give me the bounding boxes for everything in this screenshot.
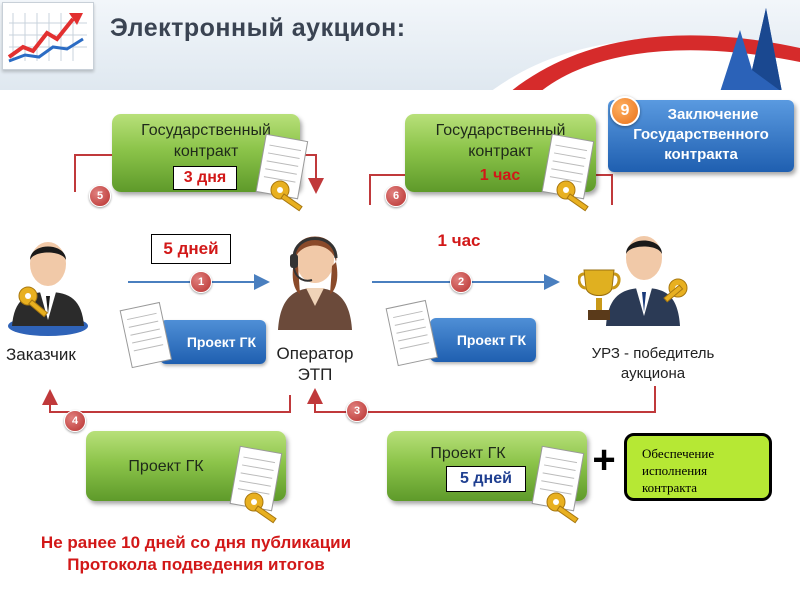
document-key-icon xyxy=(255,133,309,212)
step-4-badge: 4 xyxy=(64,410,86,432)
winner-label-line2: аукциона xyxy=(620,365,686,382)
conclusion-line3: контракта xyxy=(664,146,738,163)
operator-label: Оператор ЭТП xyxy=(260,343,370,385)
security-line3: контракта xyxy=(642,480,697,495)
header: Электронный аукцион: xyxy=(0,0,800,90)
document-key-icon xyxy=(541,133,595,212)
document-key-icon xyxy=(531,445,585,524)
trophy-icon xyxy=(578,269,621,320)
winner-label: УРЗ - победитель аукциона xyxy=(560,344,746,384)
winner-person-icon xyxy=(578,236,688,326)
document-key-icon xyxy=(229,445,283,524)
security-line2: исполнения xyxy=(642,463,708,478)
line-chart-icon xyxy=(2,2,94,70)
duration-1-hour-arrow: 1 час xyxy=(437,231,481,250)
operator-headset-icon xyxy=(278,236,352,330)
plus-sign: + xyxy=(592,438,616,482)
draft-contract-pill-left: Проект ГК xyxy=(160,320,266,364)
pill-label: Проект ГК xyxy=(456,332,526,348)
draft-contract-label: Проект ГК xyxy=(430,445,506,462)
step-5-badge: 5 xyxy=(89,185,111,207)
contract-box-line1: Государственный xyxy=(435,122,566,139)
page-title: Электронный аукцион: xyxy=(110,14,406,42)
duration-1-hour-top: 1 час xyxy=(479,167,521,184)
step-9-badge: 9 xyxy=(610,96,640,126)
step-2-badge: 2 xyxy=(450,271,472,293)
step-6-badge: 6 xyxy=(385,185,407,207)
customer-label: Заказчик xyxy=(6,345,76,364)
contract-box-line2: контракт xyxy=(468,143,533,160)
timing-note: Не ранее 10 дней со дня публикации Прото… xyxy=(0,532,392,576)
step-1-badge: 1 xyxy=(190,271,212,293)
duration-5-days-arrow: 5 дней xyxy=(151,234,231,264)
operator-label-line2: ЭТП xyxy=(297,365,333,384)
draft-contract-label: Проект ГК xyxy=(128,458,204,475)
operator-label-line1: Оператор xyxy=(276,344,354,363)
conclusion-line1: Заключение xyxy=(667,106,759,123)
conclusion-line2: Государственного xyxy=(633,126,769,143)
document-icon xyxy=(385,299,438,367)
security-line1: Обеспечение xyxy=(642,446,715,461)
contract-box-line2: контракт xyxy=(173,143,239,160)
timing-note-line2: Протокола подведения итогов xyxy=(67,555,325,574)
step-3-badge: 3 xyxy=(346,400,368,422)
contract-security-box: Обеспечение исполнения контракта xyxy=(624,433,772,501)
timing-note-line1: Не ранее 10 дней со дня публикации xyxy=(40,533,352,552)
pill-label: Проект ГК xyxy=(186,334,256,350)
customer-person-icon xyxy=(8,242,88,336)
duration-3-days: 3 дня xyxy=(173,166,237,190)
draft-contract-pill-right: Проект ГК xyxy=(430,318,536,362)
document-icon xyxy=(119,301,172,369)
contract-box-line1: Государственный xyxy=(141,122,271,139)
winner-label-line1: УРЗ - победитель xyxy=(591,345,715,362)
swoosh-logo-icon xyxy=(492,8,800,90)
duration-5-days-bottom: 5 дней xyxy=(446,466,526,492)
